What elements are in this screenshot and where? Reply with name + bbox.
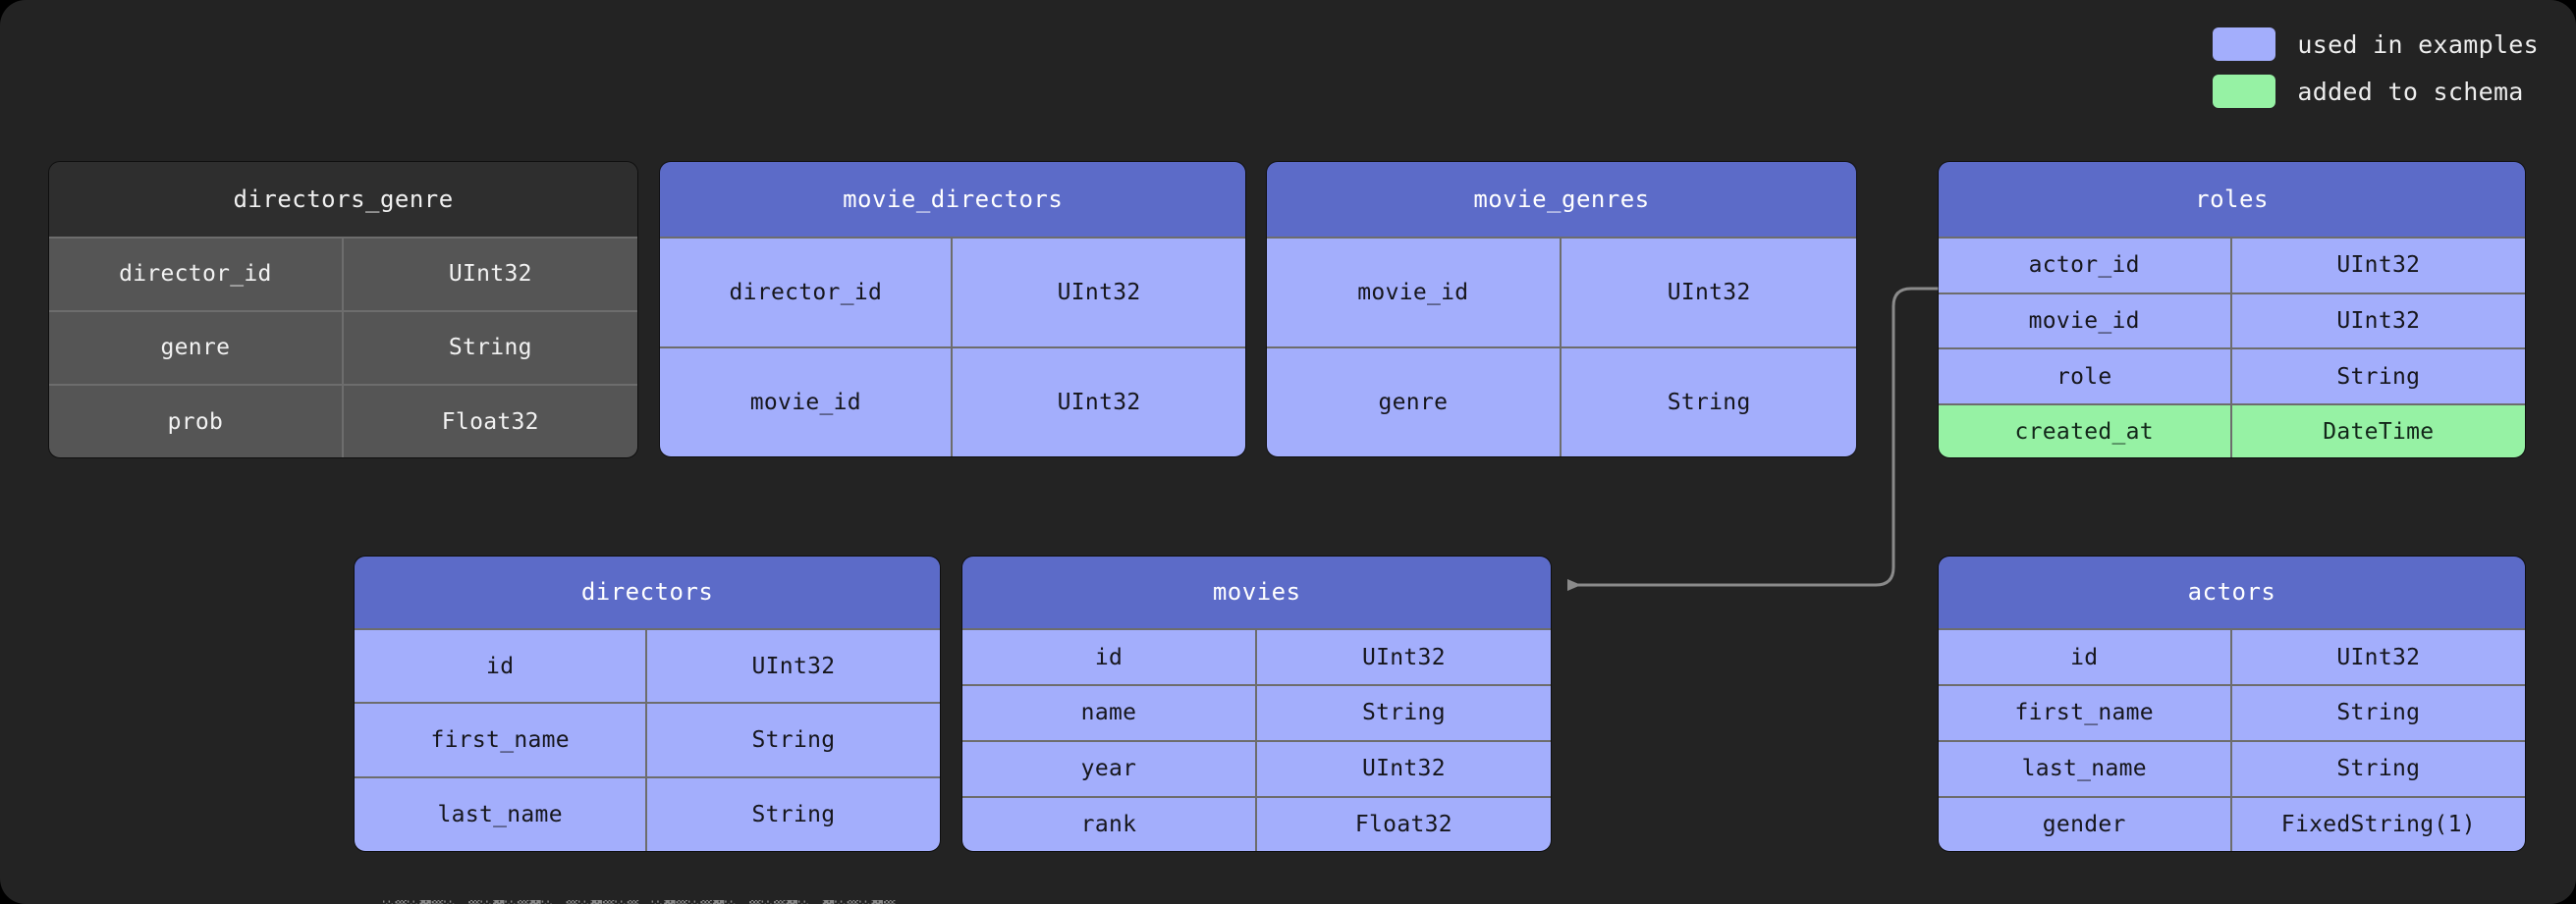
table-row: director_id UInt32 — [49, 236, 638, 310]
column-name: movie_id — [1939, 293, 2232, 348]
table-row: gender FixedString(1) — [1938, 795, 2526, 852]
column-name: first_name — [1939, 686, 2232, 740]
column-name: movie_id — [660, 347, 954, 456]
column-type: String — [1361, 700, 1446, 726]
table-title-roles: roles — [1938, 162, 2526, 237]
column-type: UInt32 — [2336, 307, 2421, 334]
column-name: first_name — [355, 704, 648, 776]
table-row-added: created_at DateTime — [1938, 403, 2526, 458]
table-row: id UInt32 — [1938, 628, 2526, 684]
table-row: first_name String — [1938, 684, 2526, 740]
table-row: prob Float32 — [49, 384, 638, 458]
table-title-movies: movies — [962, 556, 1552, 629]
column-type: String — [448, 335, 532, 361]
column-type: String — [751, 802, 836, 828]
column-name: actor_id — [1939, 238, 2232, 292]
column-name: id — [962, 630, 1257, 684]
table-movies[interactable]: movies id UInt32 name String year UInt32… — [962, 556, 1552, 852]
column-name: genre — [49, 311, 344, 385]
column-type: Float32 — [441, 408, 539, 435]
column-type: UInt32 — [1361, 644, 1446, 670]
column-name: gender — [1939, 797, 2232, 852]
column-type: DateTime — [2323, 418, 2435, 445]
column-name: director_id — [660, 238, 954, 346]
column-name: name — [962, 686, 1257, 740]
column-type: UInt32 — [2336, 644, 2421, 670]
column-name: movie_id — [1267, 238, 1562, 346]
table-row: id UInt32 — [962, 628, 1552, 684]
table-row: movie_id UInt32 — [1938, 292, 2526, 348]
column-name: last_name — [1939, 741, 2232, 796]
table-title-actors: actors — [1938, 556, 2526, 629]
column-type: Float32 — [1354, 812, 1452, 838]
column-name: genre — [1267, 347, 1562, 456]
column-type: String — [2336, 756, 2421, 782]
table-directors[interactable]: directors id UInt32 first_name String la… — [355, 556, 940, 852]
table-row: movie_id UInt32 — [660, 346, 1245, 456]
table-row: actor_id UInt32 — [1938, 236, 2526, 292]
table-row: id UInt32 — [355, 628, 940, 703]
table-row: rank Float32 — [962, 795, 1552, 852]
table-row: year UInt32 — [962, 739, 1552, 796]
table-movie_directors[interactable]: movie_directors director_id UInt32 movie… — [660, 162, 1245, 456]
table-row: last_name String — [1938, 739, 2526, 796]
table-row: movie_id UInt32 — [1266, 236, 1857, 346]
column-name: id — [1939, 630, 2232, 684]
legend-item-used-in-examples: used in examples — [2213, 27, 2539, 61]
column-type: UInt32 — [2336, 252, 2421, 279]
column-type: String — [2336, 363, 2421, 390]
legend-label-used-in-examples: used in examples — [2297, 29, 2539, 59]
table-row: director_id UInt32 — [660, 236, 1245, 346]
column-name: id — [355, 630, 648, 703]
table-row: role String — [1938, 347, 2526, 404]
table-title-directors: directors — [355, 556, 940, 629]
table-row: last_name String — [355, 775, 940, 852]
legend-item-added-to-schema: added to schema — [2213, 75, 2539, 108]
offscreen-content-sliver: ░▒░▓▒░ ▒░▓░▒▓░ ▒░▓▒░▒ ░▓▒░▒▓░ ▒░▒▓░ ▓░▒░… — [0, 900, 2576, 904]
column-type: String — [1667, 389, 1751, 415]
table-roles[interactable]: roles actor_id UInt32 movie_id UInt32 ro… — [1938, 162, 2526, 458]
table-row: genre String — [1266, 346, 1857, 456]
table-row: genre String — [49, 309, 638, 385]
table-row: name String — [962, 684, 1552, 740]
legend-label-added-to-schema: added to schema — [2297, 77, 2524, 106]
column-type: UInt32 — [1057, 389, 1141, 415]
table-actors[interactable]: actors id UInt32 first_name String last_… — [1938, 556, 2526, 852]
column-type: FixedString(1) — [2280, 812, 2476, 838]
table-row: first_name String — [355, 702, 940, 776]
column-name: prob — [49, 386, 344, 458]
column-name: created_at — [1939, 405, 2232, 458]
table-directors_genre[interactable]: directors_genre director_id UInt32 genre… — [49, 162, 638, 458]
column-name: role — [1939, 349, 2232, 404]
column-name: rank — [962, 797, 1257, 852]
offscreen-sliver-text: ░▒░▓▒░ ▒░▓░▒▓░ ▒░▓▒░▒ ░▓▒░▒▓░ ▒░▒▓░ ▓░▒░… — [383, 900, 896, 904]
table-title-directors_genre: directors_genre — [49, 162, 638, 237]
table-movie_genres[interactable]: movie_genres movie_id UInt32 genre Strin… — [1266, 162, 1857, 456]
legend-swatch-green — [2213, 75, 2276, 108]
column-type: UInt32 — [751, 653, 836, 679]
table-title-movie_genres: movie_genres — [1266, 162, 1857, 237]
legend-swatch-blue — [2213, 27, 2276, 61]
table-title-movie_directors: movie_directors — [660, 162, 1245, 237]
legend: used in examples added to schema — [2213, 27, 2539, 108]
column-type: String — [2336, 700, 2421, 726]
column-type: UInt32 — [1057, 279, 1141, 305]
column-name: year — [962, 741, 1257, 796]
column-name: director_id — [49, 238, 344, 310]
column-type: UInt32 — [1361, 756, 1446, 782]
column-name: last_name — [355, 777, 648, 852]
column-type: String — [751, 726, 836, 753]
column-type: UInt32 — [1667, 279, 1751, 305]
column-type: UInt32 — [448, 261, 532, 288]
